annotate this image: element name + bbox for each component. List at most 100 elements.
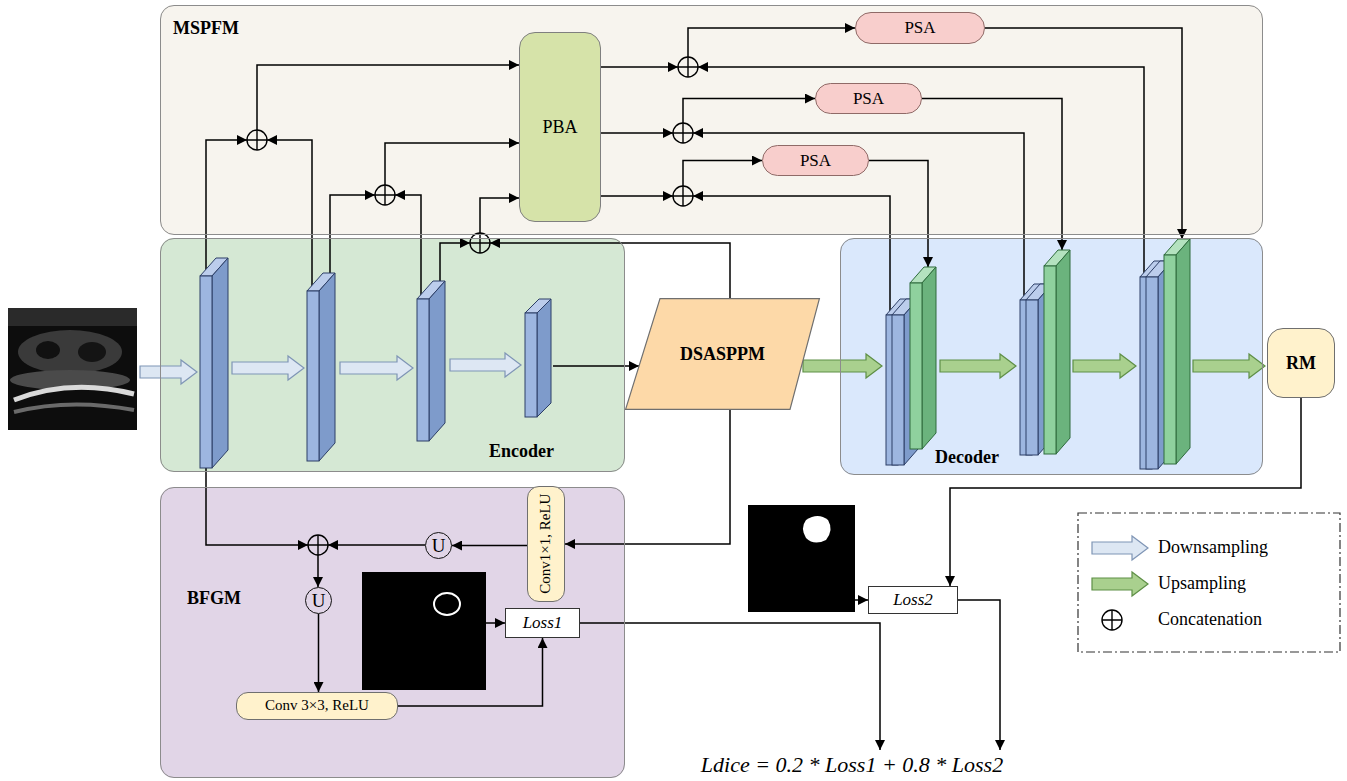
upsample-circle: U: [425, 532, 452, 559]
wire: [688, 28, 855, 57]
concat-plus: [673, 186, 693, 206]
feature-map: [200, 276, 212, 468]
formula-label: Ldice = 0.2 * Loss1 + 0.8 * Loss2: [701, 752, 1003, 777]
wire: [601, 195, 673, 197]
feature-map: [1026, 300, 1038, 455]
connector: [398, 638, 543, 706]
conv-block: Conv 3×3, ReLU: [236, 692, 398, 720]
feature-map: [525, 313, 537, 417]
legend-sample: [1092, 572, 1148, 596]
region-ground: [160, 5, 1263, 235]
wire: [869, 161, 928, 268]
wire: [553, 365, 639, 367]
boundary-band: BFGM Conv1×1, ReLU U U Conv 3×3, ReLU Loss1: [160, 487, 625, 778]
feature-map-side: [922, 267, 936, 449]
refinement-block: RM: [1267, 328, 1335, 398]
loss-box: Loss2: [868, 586, 958, 614]
wire: [328, 544, 425, 546]
upsampling-arrow: [1193, 354, 1265, 378]
concat-plus: [247, 130, 267, 150]
wire: [601, 66, 678, 68]
feature-map-side: [319, 273, 335, 461]
legend-label: Downsampling: [1158, 537, 1268, 558]
block-label: PSA: [904, 18, 935, 38]
loss-box: Loss1: [505, 608, 580, 638]
tissue-edge: [14, 387, 134, 400]
wire: [206, 140, 247, 272]
concat-symbol: [673, 123, 693, 143]
concat-symbol: [375, 185, 395, 205]
region-label: BFGM: [187, 588, 241, 609]
tissue: [78, 342, 106, 362]
wire: [480, 198, 519, 233]
downsampling-arrow: [140, 360, 197, 384]
legend-frame: [1078, 513, 1340, 652]
downsampling-arrow: [232, 356, 304, 380]
concat-plus: [375, 185, 395, 205]
feature-map-side: [429, 281, 445, 441]
feature-map: [1146, 277, 1158, 469]
wire: [693, 133, 1024, 298]
tissue-edge: [14, 404, 134, 412]
concat-symbol: [673, 186, 693, 206]
parallelogram-shape: [626, 299, 820, 410]
wire: [257, 65, 519, 130]
attention-block: PSA: [762, 145, 869, 176]
concat-plus: [308, 535, 328, 555]
attention-block: PBA: [519, 32, 601, 222]
connector: [318, 614, 320, 692]
boundary-mask-image: [362, 572, 486, 690]
legend-holder: Upsampling: [1158, 573, 1246, 594]
block-label: PBA: [542, 117, 577, 138]
concat-symbol: [678, 57, 698, 77]
connector: [452, 545, 527, 547]
block-label: Loss2: [893, 590, 933, 610]
block-label: Conv 3×3, ReLU: [265, 697, 369, 714]
legend-label: Upsampling: [1158, 573, 1246, 594]
image-frame: [362, 572, 486, 690]
concat-plus: [1102, 610, 1122, 630]
boundary-ring: [434, 593, 460, 615]
concat-plus: [673, 123, 693, 143]
block-label: U: [312, 591, 326, 610]
wire: [922, 99, 1062, 251]
wire: [317, 555, 319, 587]
block-label: Loss1: [523, 613, 563, 633]
concat-plus: [470, 233, 490, 253]
region-label: Encoder: [489, 441, 554, 462]
concat-plus: [678, 57, 698, 77]
attention-block: PSA: [815, 83, 922, 114]
feature-map: [892, 315, 904, 465]
block-label: RM: [1286, 353, 1316, 374]
block-label: Conv1×1, ReLU: [537, 494, 554, 594]
feature-map: [307, 291, 319, 461]
concat-symbol: [1102, 610, 1122, 630]
wire: [683, 99, 815, 124]
legend-holder: Downsampling: [1158, 537, 1268, 558]
upsampling-arrow: [803, 354, 882, 378]
wire: [985, 28, 1182, 239]
lesion-mask: [803, 516, 831, 543]
wire: [385, 143, 519, 185]
image-frame: [8, 308, 137, 430]
wire: [267, 140, 312, 288]
region-ground: [160, 238, 625, 472]
feature-map: [417, 299, 429, 441]
decoder-band: Decoder: [840, 238, 1263, 475]
block-label: DSASPPM: [680, 344, 765, 365]
feature-map-side: [1056, 250, 1070, 454]
wire: [855, 599, 868, 601]
wire: [490, 243, 730, 302]
connector: [565, 410, 730, 544]
module-band: MSPFM PBA PSA PSA PSA: [160, 5, 1263, 235]
region-label: MSPFM: [173, 18, 239, 39]
feature-map-side: [212, 258, 228, 468]
upsampling-arrow: [940, 354, 1016, 378]
feature-map: [1164, 255, 1176, 464]
segmentation-mask-image: [748, 505, 855, 612]
legend-sample: [1102, 610, 1122, 630]
block-label: U: [432, 536, 446, 555]
legend-arrow: [1092, 572, 1148, 596]
wire: [683, 161, 762, 187]
feature-map-side: [537, 299, 551, 417]
